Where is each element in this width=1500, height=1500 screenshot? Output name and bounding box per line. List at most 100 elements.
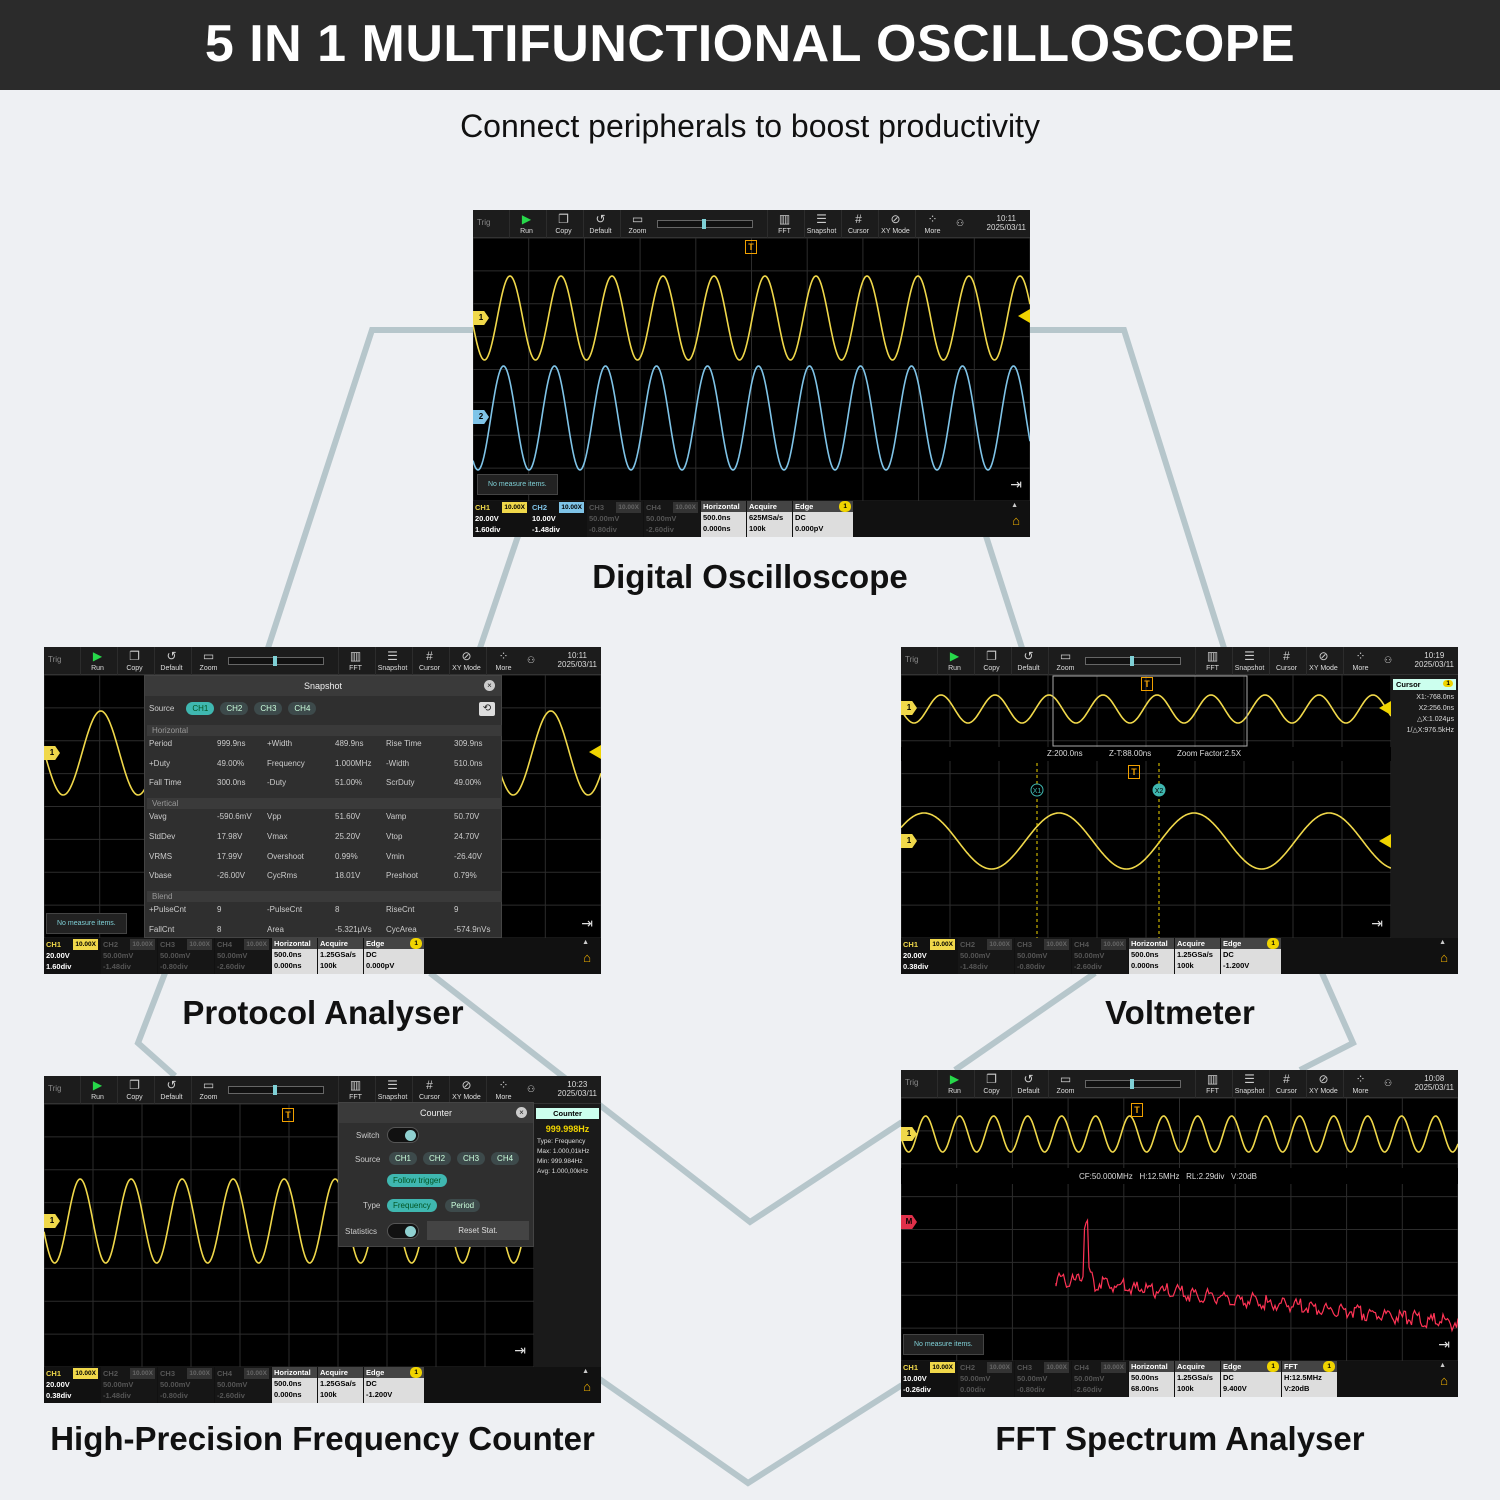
snapshot-button[interactable]: ☰Snapshot bbox=[804, 210, 838, 238]
slider-handle[interactable] bbox=[1130, 656, 1134, 666]
type-period-button[interactable]: Period bbox=[445, 1199, 481, 1212]
source-ch2-button[interactable]: CH2 bbox=[220, 702, 249, 715]
default-button[interactable]: ↺Default bbox=[1011, 647, 1045, 675]
default-button[interactable]: ↺Default bbox=[154, 1076, 188, 1104]
slider-handle[interactable] bbox=[1130, 1079, 1134, 1089]
expand-icon[interactable]: ▲ bbox=[1011, 502, 1018, 509]
snapshot-button[interactable]: ☰Snapshot bbox=[375, 647, 409, 675]
zoom-button[interactable]: ▭Zoom bbox=[620, 210, 654, 238]
default-button[interactable]: ↺Default bbox=[583, 210, 617, 238]
trigger-button[interactable]: Trig bbox=[48, 655, 62, 664]
source-ch4-button[interactable]: CH4 bbox=[491, 1152, 520, 1165]
zoom-button[interactable]: ▭Zoom bbox=[191, 647, 225, 675]
copy-button[interactable]: ❐Copy bbox=[546, 210, 580, 238]
copy-button[interactable]: ❐Copy bbox=[974, 1070, 1008, 1098]
home-icon[interactable]: ⌂ bbox=[1012, 513, 1020, 528]
statistics-toggle[interactable] bbox=[387, 1223, 419, 1239]
trigger-button[interactable]: Trig bbox=[48, 1084, 62, 1093]
cursor-button[interactable]: #Cursor bbox=[412, 1076, 446, 1104]
source-ch1-button[interactable]: CH1 bbox=[389, 1152, 418, 1165]
timebase-slider[interactable] bbox=[1085, 656, 1181, 666]
trigger-position-marker[interactable]: T bbox=[282, 1108, 294, 1122]
exit-icon[interactable]: ⇥ bbox=[1438, 1336, 1450, 1352]
default-button[interactable]: ↺Default bbox=[154, 647, 188, 675]
more-button[interactable]: ⁘More bbox=[1343, 647, 1377, 675]
trigger-level-marker[interactable] bbox=[589, 745, 601, 759]
switch-toggle[interactable] bbox=[387, 1127, 419, 1143]
trigger-position-marker[interactable]: T bbox=[1141, 677, 1153, 691]
copy-button[interactable]: ❐Copy bbox=[117, 1076, 151, 1104]
close-icon[interactable]: × bbox=[484, 680, 495, 691]
trigger-level-marker[interactable] bbox=[1379, 701, 1391, 715]
more-button[interactable]: ⁘More bbox=[915, 210, 949, 238]
default-button[interactable]: ↺Default bbox=[1011, 1070, 1045, 1098]
cursor-button[interactable]: #Cursor bbox=[841, 210, 875, 238]
run-button[interactable]: ▶Run bbox=[80, 647, 114, 675]
source-ch3-button[interactable]: CH3 bbox=[457, 1152, 486, 1165]
trigger-button[interactable]: Trig bbox=[905, 655, 919, 664]
cursor-button[interactable]: #Cursor bbox=[1269, 647, 1303, 675]
snapshot-button[interactable]: ☰Snapshot bbox=[1232, 647, 1266, 675]
source-ch1-button[interactable]: CH1 bbox=[186, 702, 215, 715]
timebase-slider[interactable] bbox=[228, 1085, 324, 1095]
expand-icon[interactable]: ▲ bbox=[1439, 1362, 1446, 1369]
refresh-icon[interactable]: ⟲ bbox=[479, 702, 495, 716]
timebase-slider[interactable] bbox=[228, 656, 324, 666]
trigger-position-marker[interactable]: T bbox=[1131, 1103, 1143, 1117]
zoom-button[interactable]: ▭Zoom bbox=[1048, 1070, 1082, 1098]
home-icon[interactable]: ⌂ bbox=[1440, 1373, 1448, 1388]
reset-stat-button[interactable]: Reset Stat. bbox=[427, 1221, 529, 1240]
close-icon[interactable]: × bbox=[516, 1107, 527, 1118]
ch1-zoom-marker[interactable]: 1 bbox=[901, 834, 917, 848]
cursor-button[interactable]: #Cursor bbox=[412, 647, 446, 675]
slider-handle[interactable] bbox=[273, 656, 277, 666]
home-icon[interactable]: ⌂ bbox=[583, 950, 591, 965]
fft-button[interactable]: ▥FFT bbox=[767, 210, 801, 238]
xy-mode-button[interactable]: ⊘XY Mode bbox=[1306, 1070, 1340, 1098]
snapshot-button[interactable]: ☰Snapshot bbox=[1232, 1070, 1266, 1098]
copy-button[interactable]: ❐Copy bbox=[117, 647, 151, 675]
source-ch2-button[interactable]: CH2 bbox=[423, 1152, 452, 1165]
slider-handle[interactable] bbox=[702, 219, 706, 229]
source-ch4-button[interactable]: CH4 bbox=[288, 702, 317, 715]
run-button[interactable]: ▶Run bbox=[937, 1070, 971, 1098]
snapshot-button[interactable]: ☰Snapshot bbox=[375, 1076, 409, 1104]
exit-icon[interactable]: ⇥ bbox=[1371, 915, 1383, 931]
trigger-level-zoom-marker[interactable] bbox=[1379, 834, 1391, 848]
fft-button[interactable]: ▥FFT bbox=[338, 647, 372, 675]
xy-mode-button[interactable]: ⊘XY Mode bbox=[449, 1076, 483, 1104]
fft-button[interactable]: ▥FFT bbox=[1195, 647, 1229, 675]
more-button[interactable]: ⁘More bbox=[486, 1076, 520, 1104]
zoom-button[interactable]: ▭Zoom bbox=[191, 1076, 225, 1104]
type-frequency-button[interactable]: Frequency bbox=[387, 1199, 437, 1212]
trigger-button[interactable]: Trig bbox=[905, 1078, 919, 1087]
copy-button[interactable]: ❐Copy bbox=[974, 647, 1008, 675]
cursor-button[interactable]: #Cursor bbox=[1269, 1070, 1303, 1098]
